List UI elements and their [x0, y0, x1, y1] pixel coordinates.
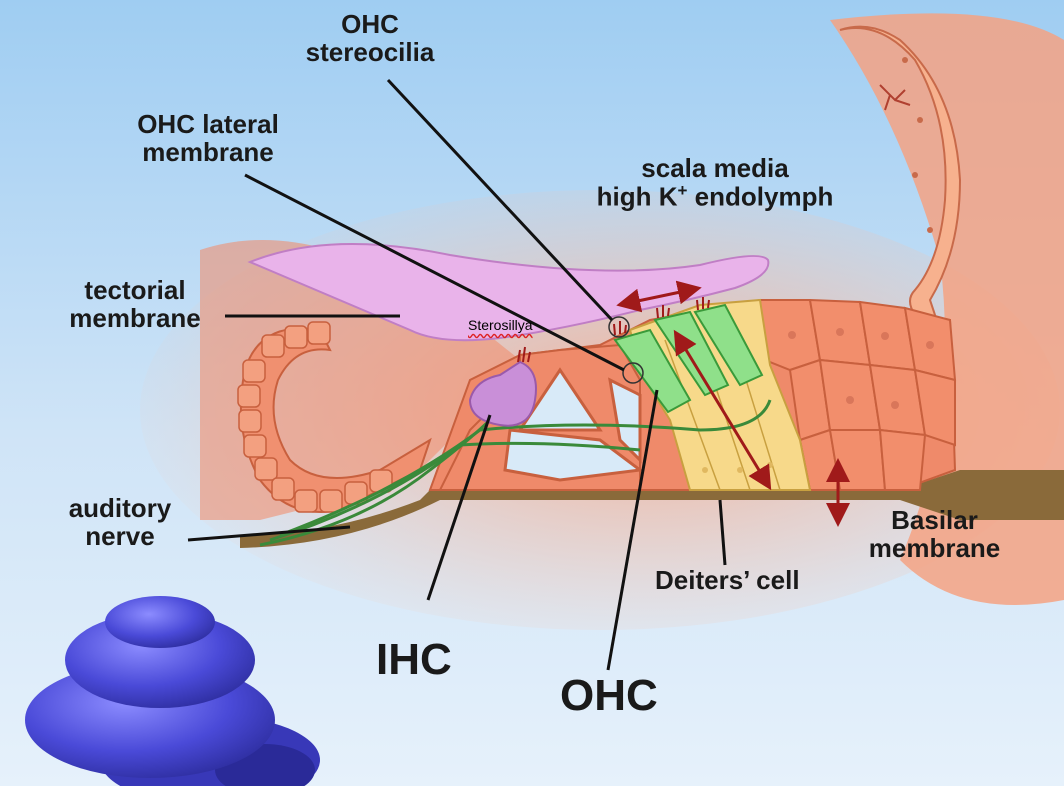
- inner-sulcus-cells: [237, 321, 432, 513]
- label-auditory-nerve: auditory nerve: [55, 494, 185, 550]
- label-deiters-cell: Deiters’ cell: [655, 565, 800, 595]
- label-scala-media-line1: scala media: [641, 153, 789, 183]
- label-scala-media-plus: +: [677, 181, 688, 201]
- label-ihc: IHC: [376, 635, 452, 684]
- label-ohc-lateral-membrane-line2: membrane: [142, 137, 274, 168]
- stria-vascularis: [839, 25, 962, 333]
- label-ohc-lateral-membrane-line1: OHC lateral: [137, 109, 279, 139]
- basilar-membrane-base: [240, 470, 1064, 548]
- label-ohc-stereocilia-line2: stereocilia: [305, 37, 435, 68]
- label-sterosillya: Sterosillya: [468, 317, 533, 333]
- leader-ohc-lateral-membrane: [244, 173, 625, 372]
- label-tectorial-membrane-line2: membrane: [69, 303, 201, 334]
- leader-auditory-nerve: [187, 525, 351, 542]
- label-tectorial-membrane: tectorial membrane: [50, 276, 220, 332]
- label-ohc-stereocilia: OHC stereocilia: [290, 10, 450, 66]
- leader-lines: [187, 78, 727, 671]
- leader-ohc-stereocilia: [386, 78, 614, 322]
- ohc-length-arrow: [673, 329, 772, 491]
- label-scala-media-endolymph: endolymph: [687, 181, 834, 212]
- label-basilar-membrane-line2: membrane: [868, 533, 1001, 564]
- lateral-membrane-callout-circle: [622, 362, 644, 384]
- cochlea-shell-icon: [25, 596, 320, 786]
- label-scala-media: scala media high K+ endolymph: [570, 154, 860, 211]
- motion-arrows: [616, 280, 850, 527]
- inner-hair-cell: [468, 346, 537, 427]
- label-ohc-stereocilia-line1: OHC: [341, 9, 399, 39]
- leader-ihc: [426, 414, 492, 601]
- leader-ohc: [606, 389, 659, 671]
- hensen-cells: [758, 298, 957, 491]
- label-auditory-nerve-line2: nerve: [85, 521, 155, 552]
- tunnel-of-corti: [517, 367, 603, 432]
- leader-deiters-cell: [718, 499, 727, 566]
- stereocilia-callout-circle: [608, 316, 630, 338]
- stereocilia-shear-arrow: [616, 280, 702, 313]
- label-basilar-membrane-line1: Basilar: [891, 505, 978, 535]
- label-ohc-lateral-membrane: OHC lateral membrane: [118, 110, 298, 166]
- label-scala-media-k: high K: [596, 181, 678, 212]
- label-ohc: OHC: [560, 671, 658, 720]
- label-auditory-nerve-line1: auditory: [68, 493, 172, 523]
- pillar-cells: [438, 343, 644, 491]
- right-wall-glow: [830, 13, 1064, 606]
- label-tectorial-membrane-line1: tectorial: [84, 275, 186, 305]
- label-scala-media-line2: high K+ endolymph: [570, 181, 860, 212]
- label-basilar-membrane: Basilar membrane: [862, 506, 1007, 562]
